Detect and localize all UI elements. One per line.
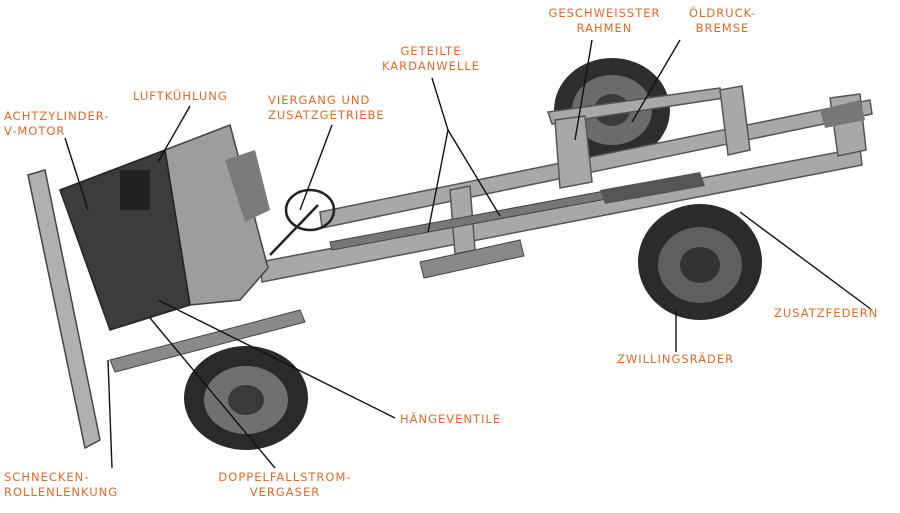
label-line: V-MOTOR (4, 124, 66, 138)
label-line: ACHTZYLINDER- (4, 109, 110, 123)
label-line: GESCHWEISSTER (548, 6, 661, 20)
rear-axle (600, 100, 865, 204)
label-line: VIERGANG UND (268, 93, 371, 107)
label-line: GETEILTE (400, 44, 462, 58)
rear-lower-wheels (638, 204, 762, 320)
label-geteilte-kardanwelle: GETEILTE KARDANWELLE (372, 44, 490, 74)
front-frame (27, 169, 306, 450)
label-line: ÖLDRUCK- (688, 6, 757, 20)
label-line: BREMSE (695, 21, 750, 35)
label-line: KARDANWELLE (381, 59, 481, 73)
steering-column (269, 188, 336, 256)
label-line: SCHNECKEN- (4, 470, 90, 484)
label-zusatzfedern: ZUSATZFEDERN (774, 306, 878, 321)
label-haengeventile: HÄNGEVENTILE (400, 412, 501, 427)
label-oeldruck-bremse: ÖLDRUCK- BREMSE (680, 6, 765, 36)
label-line: ZUSATZGETRIEBE (268, 108, 385, 122)
label-doppelfallstrom-vergaser: DOPPELFALLSTROM- VERGASER (205, 470, 365, 500)
label-luftkuehlung: LUFTKÜHLUNG (133, 89, 228, 104)
label-schnecken-rollenlenkung: SCHNECKEN- ROLLENLENKUNG (4, 470, 118, 500)
label-line: VERGASER (249, 485, 321, 499)
label-line: LUFTKÜHLUNG (133, 89, 228, 103)
label-viergang-zusatzgetriebe: VIERGANG UND ZUSATZGETRIEBE (268, 93, 385, 123)
label-zwillingsraeder: ZWILLINGSRÄDER (617, 352, 734, 367)
label-line: DOPPELFALLSTROM- (218, 470, 352, 484)
label-line: RAHMEN (576, 21, 633, 35)
label-line: ROLLENLENKUNG (4, 485, 119, 499)
label-achtzylinder-vmotor: ACHTZYLINDER- V-MOTOR (4, 109, 109, 139)
leader-lines (64, 39, 873, 469)
label-line: ZUSATZFEDERN (774, 306, 879, 320)
label-line: ZWILLINGSRÄDER (617, 352, 735, 366)
label-line: HÄNGEVENTILE (400, 412, 502, 426)
cardan-shaft (329, 189, 613, 279)
engine-block (59, 124, 270, 331)
front-wheel (184, 346, 308, 450)
label-geschweisster-rahmen: GESCHWEISSTER RAHMEN (532, 6, 677, 36)
